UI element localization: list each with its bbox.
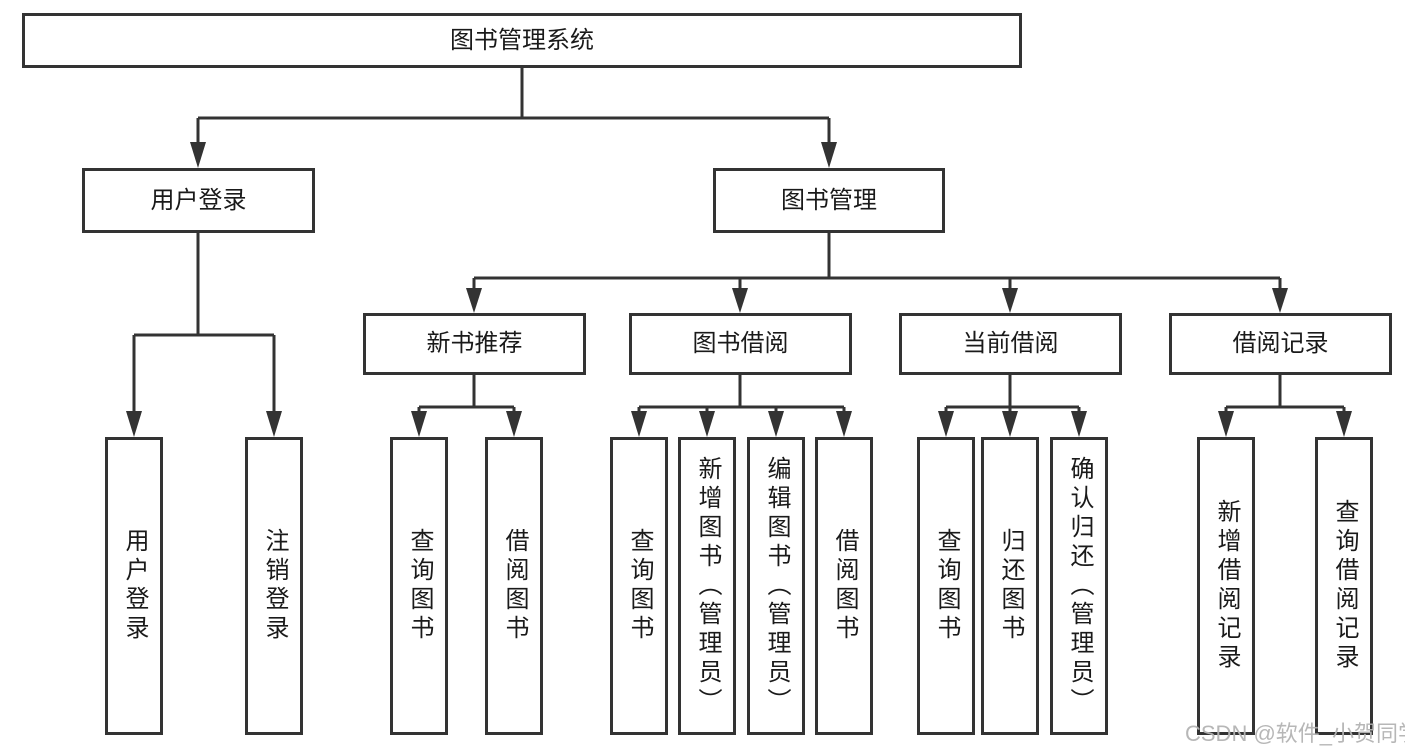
leaf-return-books: 归还图书	[981, 437, 1039, 735]
leaf-borrow-books-recommend: 借阅图书	[485, 437, 543, 735]
node-label: 编辑图书（管理员）	[763, 455, 790, 717]
node-label: 当前借阅	[962, 330, 1059, 357]
connector-book-borrowing	[637, 375, 846, 413]
arrowhead-icon	[938, 411, 954, 437]
arrowhead-icon	[836, 411, 852, 437]
connector-lines	[132, 68, 1346, 413]
leaf-add-book-admin: 新增图书（管理员）	[678, 437, 736, 735]
arrowhead-icon	[411, 411, 427, 437]
arrowhead-icon	[1272, 288, 1288, 313]
node-label: 图书管理系统	[450, 26, 594, 54]
arrowhead-icon	[699, 411, 715, 437]
node-label: 用户登录	[121, 528, 148, 644]
node-label: 借阅图书	[831, 528, 858, 644]
arrowhead-icon	[1002, 288, 1018, 313]
node-label: 归还图书	[997, 528, 1024, 644]
connector-current-borrowing	[944, 375, 1081, 413]
node-label: 查询图书	[406, 528, 433, 644]
connector-borrowing-records	[1224, 375, 1346, 413]
connector-root	[196, 68, 831, 144]
node-label: 注销登录	[261, 528, 288, 644]
arrowhead-icon	[266, 411, 282, 437]
arrowhead-icon	[768, 411, 784, 437]
node-current-borrowing: 当前借阅	[899, 313, 1122, 375]
node-label: 查询借阅记录	[1331, 499, 1358, 673]
node-label: 借阅图书	[501, 528, 528, 644]
leaf-query-borrow-record: 查询借阅记录	[1315, 437, 1373, 735]
arrowhead-icon	[1218, 411, 1234, 437]
leaf-confirm-return-admin: 确认归还（管理员）	[1050, 437, 1108, 735]
arrowheads	[126, 142, 1352, 437]
node-label: 图书借阅	[692, 330, 789, 357]
connector-book-management	[472, 233, 1282, 290]
leaf-logout: 注销登录	[245, 437, 303, 735]
node-book-management: 图书管理	[713, 168, 945, 233]
node-label: 用户登录	[150, 186, 247, 214]
leaf-query-books-current: 查询图书	[917, 437, 975, 735]
arrowhead-icon	[631, 411, 647, 437]
node-library-management-system: 图书管理系统	[22, 13, 1022, 68]
leaf-query-books-borrowing: 查询图书	[610, 437, 668, 735]
node-label: 新书推荐	[426, 330, 523, 357]
arrowhead-icon	[1071, 411, 1087, 437]
node-label: 查询图书	[933, 528, 960, 644]
arrowhead-icon	[190, 142, 206, 168]
node-label: 新增图书（管理员）	[694, 455, 721, 717]
arrowhead-icon	[466, 288, 482, 313]
leaf-user-login: 用户登录	[105, 437, 163, 735]
node-label: 确认归还（管理员）	[1066, 455, 1093, 717]
connector-user-login	[132, 233, 276, 413]
csdn-watermark: CSDN @软件_小贺同学	[1185, 721, 1405, 746]
arrowhead-icon	[732, 288, 748, 313]
connector-new-book-recommendation	[417, 375, 516, 413]
leaf-query-books-recommend: 查询图书	[390, 437, 448, 735]
node-label: 借阅记录	[1232, 330, 1329, 357]
leaf-add-borrow-record: 新增借阅记录	[1197, 437, 1255, 735]
arrowhead-icon	[1002, 411, 1018, 437]
node-book-borrowing: 图书借阅	[629, 313, 852, 375]
arrowhead-icon	[126, 411, 142, 437]
arrowhead-icon	[1336, 411, 1352, 437]
arrowhead-icon	[821, 142, 837, 168]
leaf-edit-book-admin: 编辑图书（管理员）	[747, 437, 805, 735]
node-new-book-recommendation: 新书推荐	[363, 313, 586, 375]
node-label: 查询图书	[626, 528, 653, 644]
node-user-login: 用户登录	[82, 168, 315, 233]
leaf-borrow-books-borrowing: 借阅图书	[815, 437, 873, 735]
node-label: 新增借阅记录	[1213, 499, 1240, 673]
node-borrowing-records: 借阅记录	[1169, 313, 1392, 375]
arrowhead-icon	[506, 411, 522, 437]
node-label: 图书管理	[781, 186, 877, 214]
